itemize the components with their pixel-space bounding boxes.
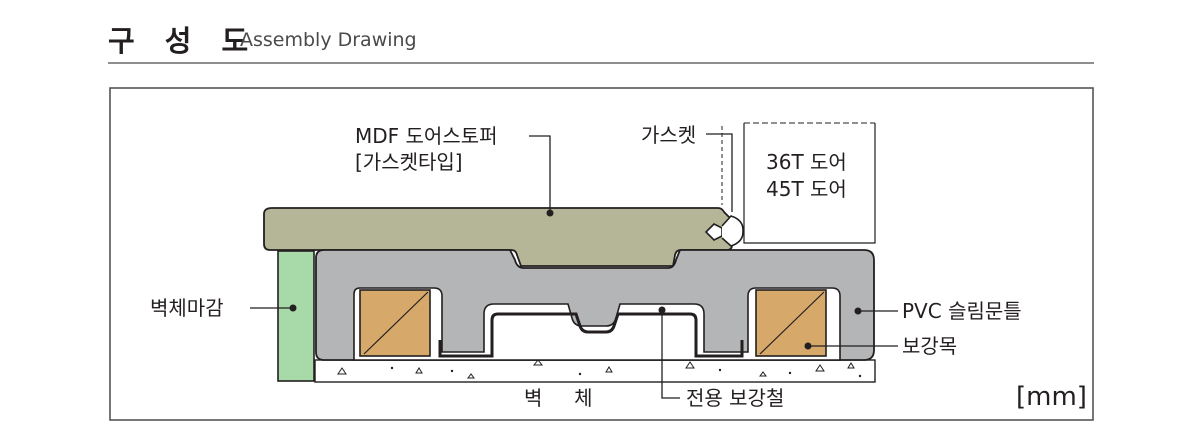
label-reinforcing-wood: 보강목 (902, 334, 958, 358)
label-wall: 벽 체 (524, 386, 593, 410)
gasket (704, 215, 744, 247)
label-unit: [mm] (1016, 382, 1087, 412)
label-door-36t: 36T 도어 (766, 150, 847, 174)
label-mdf-stopper-type: [가스켓타입] (355, 150, 463, 174)
label-wall-finish: 벽체마감 (150, 296, 224, 320)
label-steel-reinforcement: 전용 보강철 (686, 386, 785, 410)
reinforcing-wood-left (359, 289, 431, 357)
mdf-door-stopper (263, 207, 733, 267)
wall-finish-panel (277, 250, 315, 382)
label-gasket: 가스켓 (641, 123, 697, 147)
page-subtitle: Assembly Drawing (240, 29, 417, 51)
steel-reinforcement (438, 312, 744, 358)
title-divider (108, 62, 1094, 64)
wall-concrete (314, 359, 876, 383)
label-door-45t: 45T 도어 (766, 177, 847, 201)
label-mdf-stopper: MDF 도어스토퍼 (355, 124, 498, 148)
leader-lines (250, 133, 898, 399)
reinforcing-wood-right (755, 289, 827, 357)
page-title: 구 성 도 (108, 24, 259, 58)
leader-dots (289, 209, 862, 350)
pvc-slim-frame (315, 249, 875, 361)
door-outline (721, 122, 876, 244)
label-pvc-frame: PVC 슬림문틀 (902, 299, 1022, 323)
